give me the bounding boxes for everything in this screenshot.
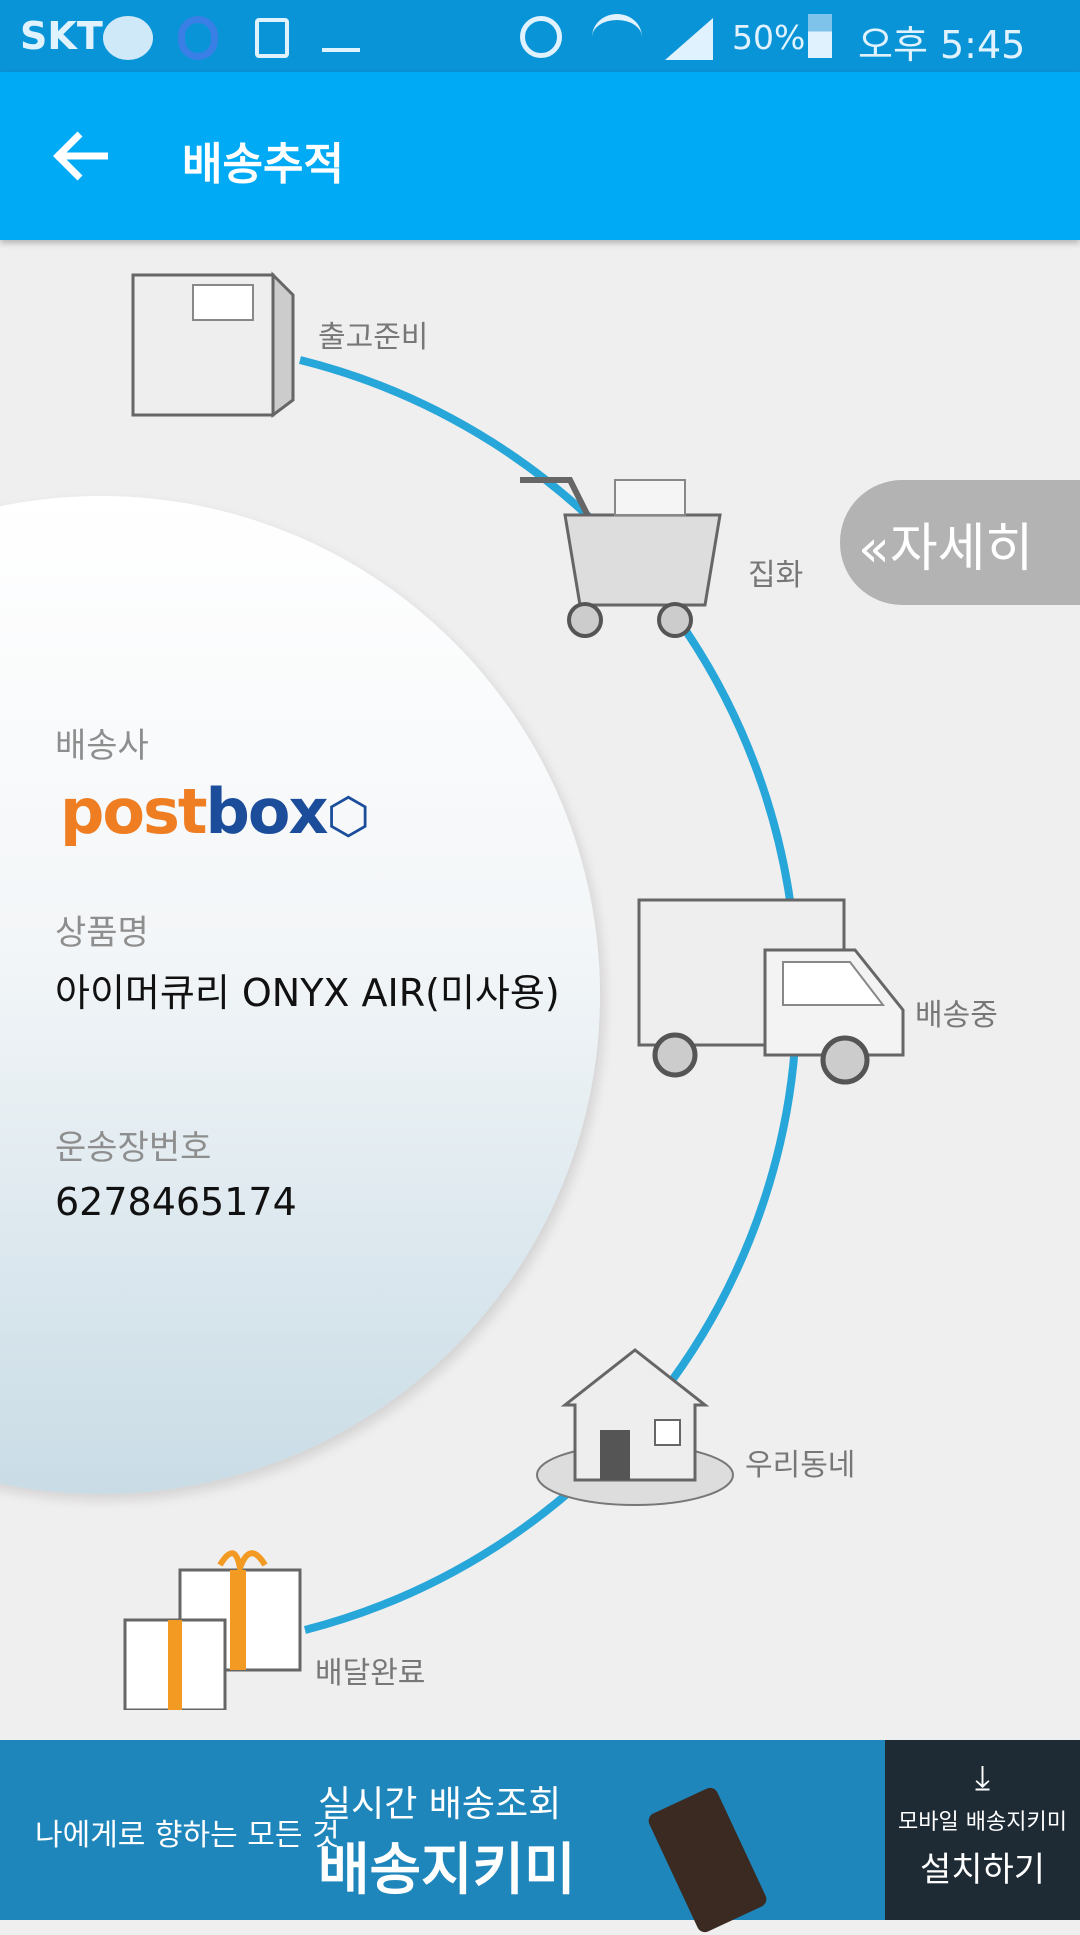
ad-banner[interactable]: 나에게로 향하는 모든 것 실시간 배송조회 배송지키미 ⤓ 모바일 배송지키미… (0, 1740, 1080, 1935)
alarm-icon (520, 16, 562, 58)
box-icon (131, 271, 295, 418)
clock: 오후 5:45 (858, 23, 1026, 67)
step-label: 집화 (748, 558, 804, 593)
banner-headline-big: 배송지키미 (318, 1838, 576, 1903)
house-icon (536, 1348, 734, 1506)
battery-icon (808, 14, 832, 58)
tracking-number[interactable]: 6278465174 (55, 1180, 297, 1224)
step-label: 배달완료 (315, 1656, 426, 1691)
double-chevron-left-icon: « (858, 519, 890, 579)
carrier: SKT (20, 14, 103, 58)
s-app-icon (178, 16, 218, 60)
ok-cashbag-icon (103, 16, 153, 60)
gallery-icon (255, 18, 289, 58)
cart-icon (520, 477, 722, 638)
product-name: 아이머큐리 ONYX AIR(미사용) (55, 971, 560, 1015)
install-small: 모바일 배송지키미 (898, 1810, 1067, 1835)
app-bar: 배송추적 (0, 72, 1080, 240)
install-big: 설치하기 (919, 1850, 1046, 1890)
step-label: 출고준비 (318, 320, 429, 355)
tracking-label: 운송장번호 (55, 1128, 212, 1168)
battery-text: 50% (732, 18, 806, 57)
tracking-view: 배송사 postbox⬡ 상품명 아이머큐리 ONYX AIR(미사용) 운송장… (0, 240, 1080, 1740)
home-app-icon (322, 24, 360, 52)
truck-icon (637, 898, 905, 1085)
phone-image (646, 1785, 769, 1935)
step-label: 우리동네 (745, 1448, 856, 1483)
download-icon: ⤓ (974, 1758, 991, 1798)
gift-icon (123, 1550, 302, 1710)
step-label: 배송중 (915, 998, 998, 1033)
status-bar: SKT 50% 오후 5:45 (0, 0, 1080, 72)
wifi-icon (592, 14, 642, 60)
banner-headline-small: 실시간 배송조회 (318, 1784, 562, 1825)
page-title: 배송추적 (182, 139, 344, 190)
signal-icon (665, 18, 713, 60)
detail-button[interactable]: «자세히 (840, 480, 1080, 605)
detail-label: 자세히 (889, 519, 1034, 579)
arrow-left-icon[interactable] (52, 130, 112, 182)
install-button[interactable]: ⤓ 모바일 배송지키미 설치하기 (885, 1740, 1080, 1920)
banner-tagline: 나에게로 향하는 모든 것 (35, 1818, 340, 1853)
carrier-label: 배송사 (55, 726, 149, 766)
postbox-logo: postbox⬡ (60, 775, 370, 848)
product-label: 상품명 (55, 913, 149, 953)
